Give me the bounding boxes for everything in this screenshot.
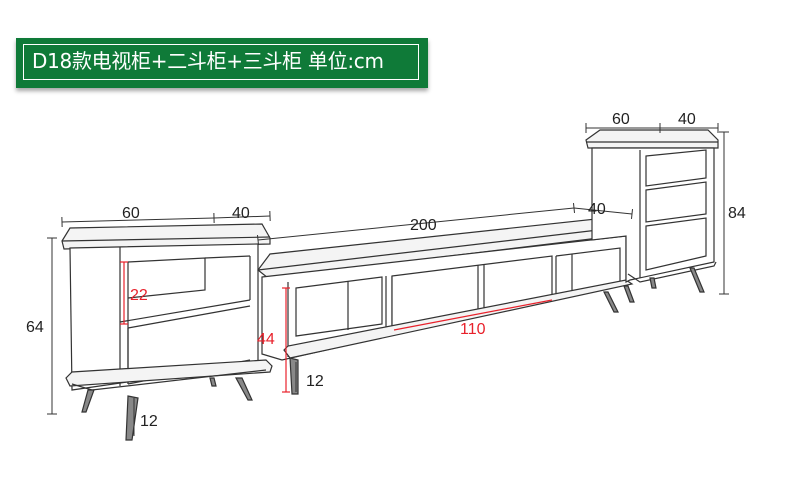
- right-depth-label: 60: [612, 111, 630, 128]
- left-cabinet: [61, 223, 273, 441]
- tv-depth-label: 40: [588, 201, 606, 218]
- right-cabinet: [585, 129, 719, 293]
- left-leg-label: 12: [140, 413, 158, 430]
- accent-dimension-lines: [120, 261, 553, 393]
- banner-frame: [23, 44, 419, 80]
- right-height-label: 84: [728, 205, 746, 222]
- left-height-label: 64: [26, 319, 44, 336]
- title-banner: D18款电视柜+二斗柜+三斗柜 单位:cm: [16, 38, 428, 88]
- tv-cabinet: [257, 215, 635, 395]
- tv-door-label: 110: [460, 321, 486, 338]
- right-width-label: 40: [678, 111, 696, 128]
- left-inner-label: 22: [130, 287, 148, 304]
- left-depth-label: 60: [122, 205, 140, 222]
- left-width-label: 40: [232, 205, 250, 222]
- dimension-lines: [47, 123, 729, 436]
- tv-height-label: 44: [257, 331, 275, 348]
- tv-length-label: 200: [410, 217, 437, 234]
- tv-leg-label: 12: [306, 373, 324, 390]
- banner-title: D18款电视柜+二斗柜+三斗柜 单位:cm: [32, 49, 384, 73]
